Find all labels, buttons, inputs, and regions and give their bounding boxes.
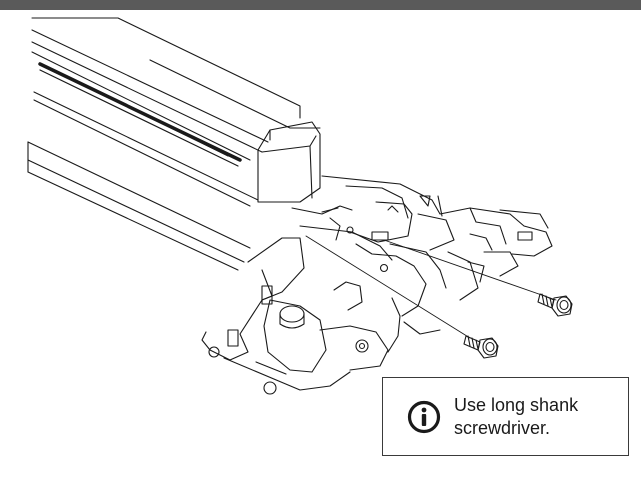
hardware-illustration xyxy=(27,17,573,395)
note-box: Use long shank screwdriver. xyxy=(382,377,629,456)
top-bar xyxy=(0,0,641,10)
note-line-1: Use long shank xyxy=(454,395,579,415)
leader-lines xyxy=(305,235,557,339)
rail xyxy=(27,17,321,271)
mechanism-housing xyxy=(291,175,553,317)
note-text: Use long shank screwdriver. xyxy=(454,394,624,440)
note-line-2: screwdriver. xyxy=(454,418,551,438)
right-bracket xyxy=(467,209,549,283)
info-icon xyxy=(407,400,441,434)
left-bracket xyxy=(201,237,351,395)
center-plate xyxy=(263,281,441,373)
screw-right xyxy=(537,293,573,317)
screw-left xyxy=(463,335,499,359)
end-cap xyxy=(257,121,321,203)
